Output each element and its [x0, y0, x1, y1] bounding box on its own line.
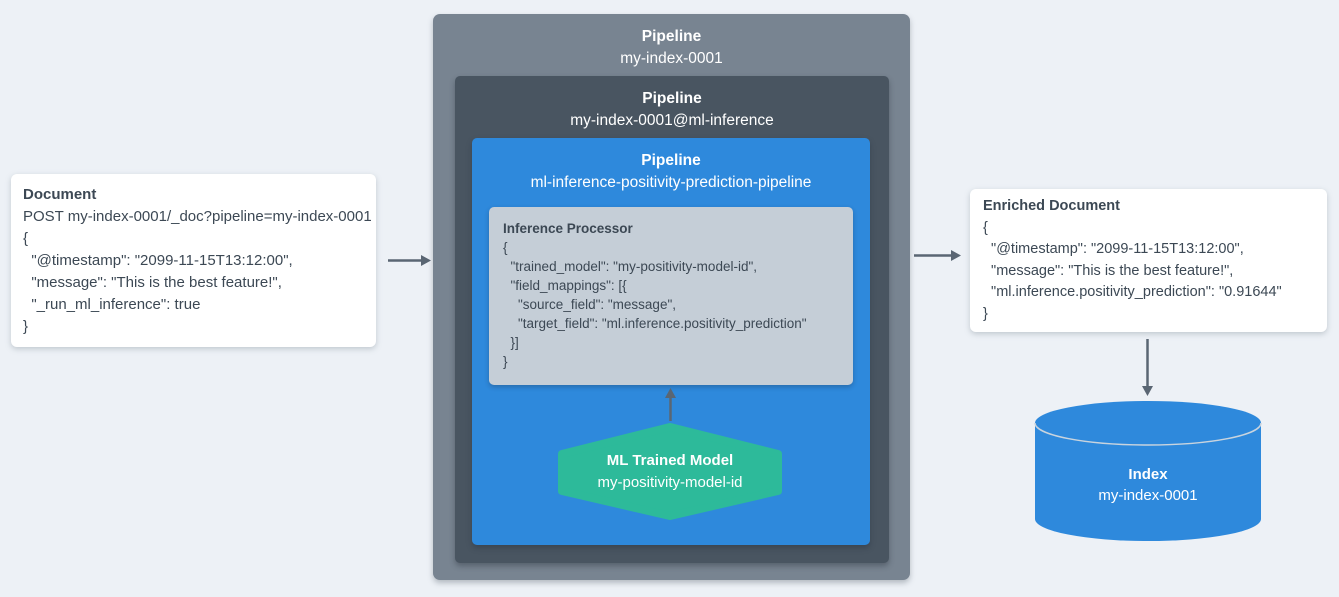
document-card-title: Document: [23, 186, 97, 203]
inference-processor-box: Inference Processor { "trained_model": "…: [489, 207, 853, 385]
processor-code-line: "trained_model": "my-positivity-model-id…: [503, 259, 758, 274]
pipeline-ml-inference-name: my-index-0001@ml-inference: [570, 112, 774, 129]
ml-trained-model-title: ML Trained Model: [606, 451, 734, 469]
cylinder-shape-icon: [1034, 401, 1262, 541]
enriched-code-line: "message": "This is the best feature!",: [983, 262, 1234, 279]
enriched-document-title: Enriched Document: [983, 198, 1120, 214]
processor-code-line: "target_field": "ml.inference.positivity…: [503, 316, 807, 331]
document-code-line: "@timestamp": "2099-11-15T13:12:00",: [23, 252, 293, 269]
document-code-line: "_run_ml_inference": true: [23, 296, 201, 313]
ml-trained-model-hexagon: ML Trained Model my-positivity-model-id: [558, 423, 782, 520]
pipeline-inner-box: Pipeline ml-inference-positivity-predict…: [472, 138, 870, 545]
enriched-code-line: "@timestamp": "2099-11-15T13:12:00",: [983, 241, 1244, 257]
document-code-line: "message": "This is the best feature!",: [23, 274, 282, 291]
processor-code-line: }]: [503, 335, 519, 350]
processor-code-line: }: [503, 354, 508, 369]
arrow-enriched-to-index: [1142, 339, 1153, 396]
index-name: my-index-0001: [1098, 487, 1198, 504]
pipeline-ml-inference-box: Pipeline my-index-0001@ml-inference Pipe…: [455, 76, 889, 563]
document-card: Document POST my-index-0001/_doc?pipelin…: [11, 174, 376, 347]
enriched-code-line: }: [983, 305, 988, 322]
arrow-model-to-processor: [665, 388, 676, 421]
hexagon-shape-icon: [558, 423, 782, 520]
pipeline-ml-inference-label: Pipeline: [642, 90, 702, 107]
pipeline-inner-label: Pipeline: [641, 152, 701, 169]
document-code-line: {: [23, 230, 29, 247]
index-title: Index: [1128, 466, 1168, 483]
enriched-code-line: {: [983, 219, 988, 236]
arrow-pipeline-to-enriched: [914, 250, 961, 261]
pipeline-inner-name: ml-inference-positivity-prediction-pipel…: [530, 174, 812, 191]
processor-code-line: "source_field": "message",: [503, 297, 676, 312]
ml-trained-model-labels: ML Trained Model my-positivity-model-id: [558, 423, 782, 520]
pipeline-ml-inference-head: Pipeline my-index-0001@ml-inference: [455, 76, 889, 132]
inference-processor-title: Inference Processor: [503, 221, 633, 236]
document-code-line: }: [23, 318, 29, 335]
arrow-document-to-pipeline: [388, 255, 431, 266]
processor-code-line: {: [503, 240, 508, 255]
pipeline-outer-box: Pipeline my-index-0001 Pipeline my-index…: [433, 14, 910, 580]
pipeline-outer-label: Pipeline: [641, 28, 702, 45]
pipeline-outer-head: Pipeline my-index-0001: [433, 14, 910, 70]
enriched-code-line: "ml.inference.positivity_prediction": "0…: [983, 284, 1282, 300]
pipeline-inner-head: Pipeline ml-inference-positivity-predict…: [472, 138, 870, 194]
ml-trained-model-name: my-positivity-model-id: [597, 473, 743, 491]
processor-code-line: "field_mappings": [{: [503, 278, 627, 293]
index-labels: Index my-index-0001: [1033, 399, 1263, 545]
index-cylinder: Index my-index-0001: [1033, 399, 1263, 545]
pipeline-outer-name: my-index-0001: [620, 50, 723, 67]
enriched-document-card: Enriched Document { "@timestamp": "2099-…: [970, 189, 1327, 332]
document-code-line: POST my-index-0001/_doc?pipeline=my-inde…: [23, 208, 372, 225]
